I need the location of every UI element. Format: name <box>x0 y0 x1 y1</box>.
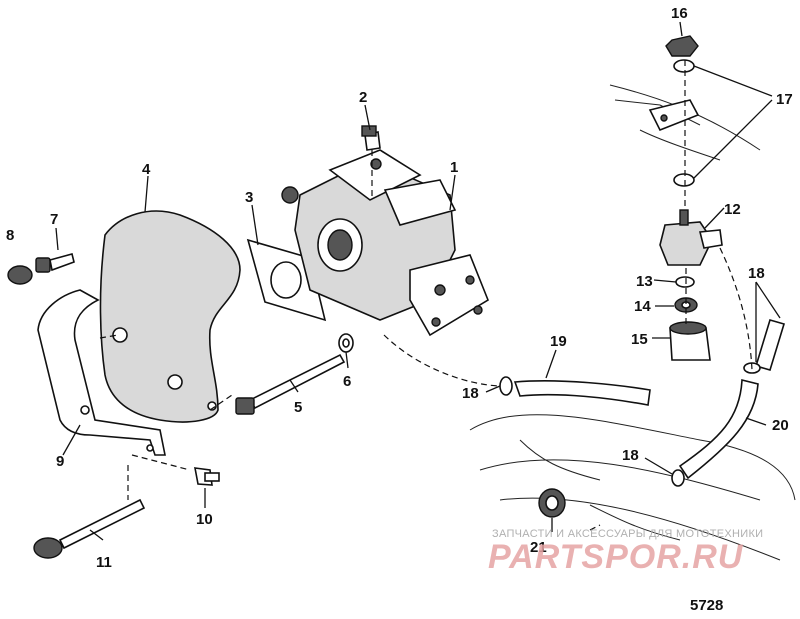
callout-17: 17 <box>776 91 793 108</box>
callout-4: 4 <box>142 161 151 178</box>
callout-5: 5 <box>294 399 302 416</box>
fuel-pump <box>409 254 489 337</box>
clamp-18a <box>499 376 513 396</box>
callout-8: 8 <box>6 227 14 244</box>
o-ring-13 <box>675 276 695 288</box>
leader-lines <box>55 21 781 541</box>
callout-15: 15 <box>631 331 648 348</box>
silencer-cover <box>99 210 241 423</box>
engine-outline-lower <box>469 414 796 561</box>
callout-20: 20 <box>772 417 789 434</box>
nut-16 <box>665 35 699 57</box>
screw-11 <box>33 498 146 559</box>
fuel-hose-19 <box>513 380 651 406</box>
screw-7 <box>35 253 75 273</box>
callout-3: 3 <box>245 189 253 206</box>
callout-2: 2 <box>359 89 367 106</box>
fuel-connector-12 <box>659 209 723 266</box>
fitting-15 <box>669 321 711 361</box>
fuel-hose-20 <box>678 319 786 480</box>
callout-6: 6 <box>343 373 351 390</box>
plug-8 <box>7 265 33 285</box>
figure-number: 5728 <box>690 597 723 614</box>
callout-21: 21 <box>530 539 547 556</box>
callout-11: 11 <box>96 554 112 571</box>
callout-13: 13 <box>636 273 653 290</box>
mount-bracket <box>648 99 700 132</box>
callout-9: 9 <box>56 453 64 470</box>
watermark-logo: PARTSPOR.RU <box>488 538 744 576</box>
grommet-21 <box>538 488 566 518</box>
washer-17-bottom <box>673 173 695 187</box>
callout-14: 14 <box>634 298 651 315</box>
bracket <box>37 289 166 456</box>
assembly-lines <box>99 60 753 531</box>
callout-7: 7 <box>50 211 58 228</box>
screw-2 <box>361 125 381 151</box>
carburetor <box>281 149 457 321</box>
washer-6 <box>338 333 354 353</box>
clamp-18b <box>671 469 685 487</box>
callout-12: 12 <box>724 201 741 218</box>
callout-10: 10 <box>196 511 213 528</box>
callout-1: 1 <box>450 159 458 176</box>
callout-18-left: 18 <box>462 385 479 402</box>
callout-16: 16 <box>671 5 688 22</box>
callout-18-bottom: 18 <box>622 447 639 464</box>
bolt-5 <box>235 353 346 415</box>
callout-19: 19 <box>550 333 567 350</box>
watermark-tagline: ЗАПЧАСТИ И АКСЕССУАРЫ ДЛЯ МОТОТЕХНИКИ <box>492 528 764 540</box>
callout-labels: 1 2 3 4 5 6 7 8 9 10 11 12 13 14 15 16 1… <box>6 5 793 614</box>
callout-18-right: 18 <box>748 265 765 282</box>
grommet-10 <box>194 467 220 486</box>
washer-17-top <box>673 59 695 73</box>
